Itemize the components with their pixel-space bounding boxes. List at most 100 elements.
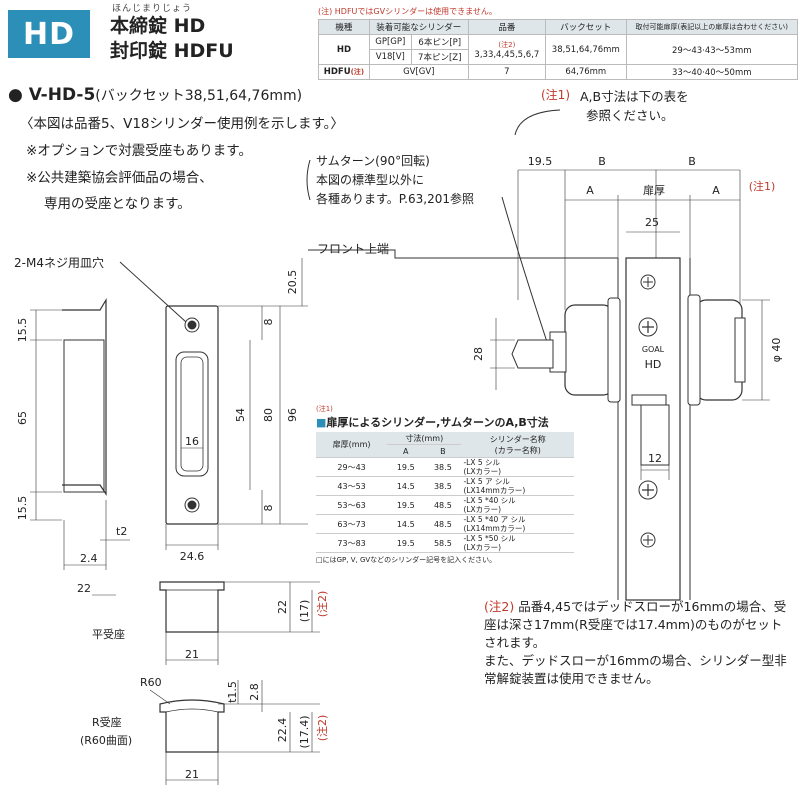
front-top-leader (308, 249, 618, 259)
dim-8-top: 8 (262, 319, 275, 326)
dim-65: 65 (16, 411, 29, 425)
dim-15-5-bottom: 15.5 (16, 496, 29, 521)
lock-front-plate (625, 257, 681, 601)
screw-hole-leader (119, 261, 187, 323)
dim-b-right: B (688, 155, 696, 168)
dim-17: (17) (298, 600, 311, 623)
dim-15-5-top: 15.5 (16, 318, 29, 343)
note2-block: (注2) 品番4,45ではデッドスローが16mmの場合、受座は深さ17mm(R受… (484, 598, 794, 688)
thumbturn-escutcheon (564, 304, 614, 396)
r-seat-label: R受座 (92, 715, 122, 729)
title-hdfu: 封印錠 HDFU (110, 40, 234, 62)
cylinder-screw (638, 317, 658, 337)
note2-tag-flat: (注2) (315, 591, 329, 618)
ab-note: (注1) (316, 405, 333, 413)
ab-dimension-table-block: (注1) ■扉厚によるシリンダー,サムターンのA,B寸法 扉厚(mm) 寸法(m… (316, 404, 574, 565)
dim-16: 16 (185, 435, 199, 448)
section-model: V-HD-5 (28, 85, 96, 105)
dim-r60: R60 (140, 676, 162, 689)
spec-model: HD (318, 34, 370, 65)
model-badge: HD (8, 10, 90, 58)
spec-header: バックセット (545, 19, 627, 35)
strike-side-outline (62, 297, 107, 496)
spec-cell: 33〜40·40〜50mm (625, 64, 799, 80)
dim-19-5: 19.5 (528, 155, 553, 168)
dim-t2: t2 (116, 525, 127, 538)
ab-header: 寸法(mm) (387, 432, 462, 445)
spec-model-name: HDFU (323, 67, 351, 77)
dim-54: 54 (234, 408, 247, 422)
dim-80: 80 (262, 408, 275, 422)
spec-note: (注) HDFUではGVシリンダーは使用できません。 (318, 7, 497, 16)
spec-part-note: (注2) (498, 40, 516, 49)
note1-label: (注1) (541, 88, 570, 102)
section-subtitle: (バックセット38,51,64,76mm) (95, 88, 303, 104)
spec-model: HDFU(注) (318, 64, 370, 80)
spec-cell: 7 (467, 64, 547, 80)
dim-2-8: 2.8 (248, 683, 261, 701)
note1-line2: 参照ください。 (586, 108, 674, 123)
note2-tag-r: (注2) (315, 715, 329, 742)
deadbolt-outline (640, 404, 670, 466)
dim-b-left: B (598, 155, 606, 168)
title-hd: 本締錠 HD (110, 15, 206, 37)
strike-plate-front (165, 305, 219, 525)
spec-table: 機種 装着可能なシリンダー 品番 バックセット 取付可能扉厚(表記以上の扉厚は合… (318, 19, 799, 80)
note2-text1: 品番4,45ではデッドスローが16mmの場合、受座は深さ17mm(R受座では17… (484, 599, 787, 650)
front-top-label: フロント上端 (317, 242, 390, 256)
thumbturn-leader (501, 196, 549, 346)
logo-hd: HD (645, 358, 662, 371)
note2-text2: また、デッドスローが16mmの場合、シリンダー型非常解錠装置は使用できません。 (484, 653, 787, 686)
dim-a-left: A (586, 184, 594, 197)
front-screw-mid (638, 480, 658, 500)
dim-2-4: 2.4 (80, 552, 98, 565)
screw-hole-label: 2-M4ネジ用皿穴 (14, 256, 104, 270)
section-line: 〈本図は品番5、V18シリンダー使用例を示します。〉 (20, 116, 344, 132)
front-screw-top (640, 274, 656, 290)
spec-part-value: 3,33,4,45,5,6,7 (474, 49, 540, 60)
note1-tag: (注1) (749, 179, 776, 193)
screw-hole-top (184, 317, 200, 333)
ab-header: シリンダー名称(カラー名称) (461, 432, 574, 458)
note2-label: (注2) (484, 599, 515, 614)
strike-plate-slot (175, 351, 209, 477)
spec-table-block: (注) HDFUではGVシリンダーは使用できません。 機種 装着可能なシリンダー… (318, 6, 800, 80)
dim-28: 28 (472, 347, 485, 361)
flat-seat-label: 平受座 (92, 627, 125, 641)
dim-17-4: (17.4) (298, 715, 311, 748)
dim-12: 12 (648, 452, 662, 465)
dim-phi40: φ 40 (770, 338, 783, 363)
section-line: ※公共建築協会評価品の場合、 (26, 170, 213, 186)
flat-seat-drawing (159, 581, 225, 633)
spec-part: (注2)3,33,4,45,5,6,7 (467, 34, 547, 65)
dim-20-5: 20.5 (286, 270, 299, 295)
section-title: ● V-HD-5(バックセット38,51,64,76mm) (8, 85, 303, 105)
spec-header: 品番 (467, 19, 547, 35)
dim-22: 22 (77, 582, 91, 595)
r-seat-drawing (159, 699, 225, 753)
dim-96: 96 (286, 408, 299, 422)
title-furigana: ほんじまりじょう (112, 4, 193, 14)
dim-22-seat: 22 (276, 600, 289, 614)
section-line: ※オプションで対震受座もあります。 (26, 143, 252, 159)
thumbturn-line3: 各種あります。P.63,201参照 (316, 192, 474, 206)
note1-leader (514, 109, 561, 136)
dim-a-right: A (712, 184, 720, 197)
thumbturn-line1: サムターン(90°回転) (316, 154, 430, 168)
dim-21-r: 21 (185, 768, 199, 781)
logo-goal: GOAL (642, 345, 665, 354)
dim-t1-5: t1.5 (226, 681, 239, 703)
ab-header-a: A (387, 444, 425, 458)
note1-line1: A,B寸法は下の表を (580, 89, 689, 104)
dim-24-6: 24.6 (180, 550, 205, 563)
spec-model-note: (注) (350, 68, 365, 76)
thumbturn-lever (511, 339, 554, 369)
thumbturn-line2: 本図の標準型以外に (316, 173, 425, 187)
